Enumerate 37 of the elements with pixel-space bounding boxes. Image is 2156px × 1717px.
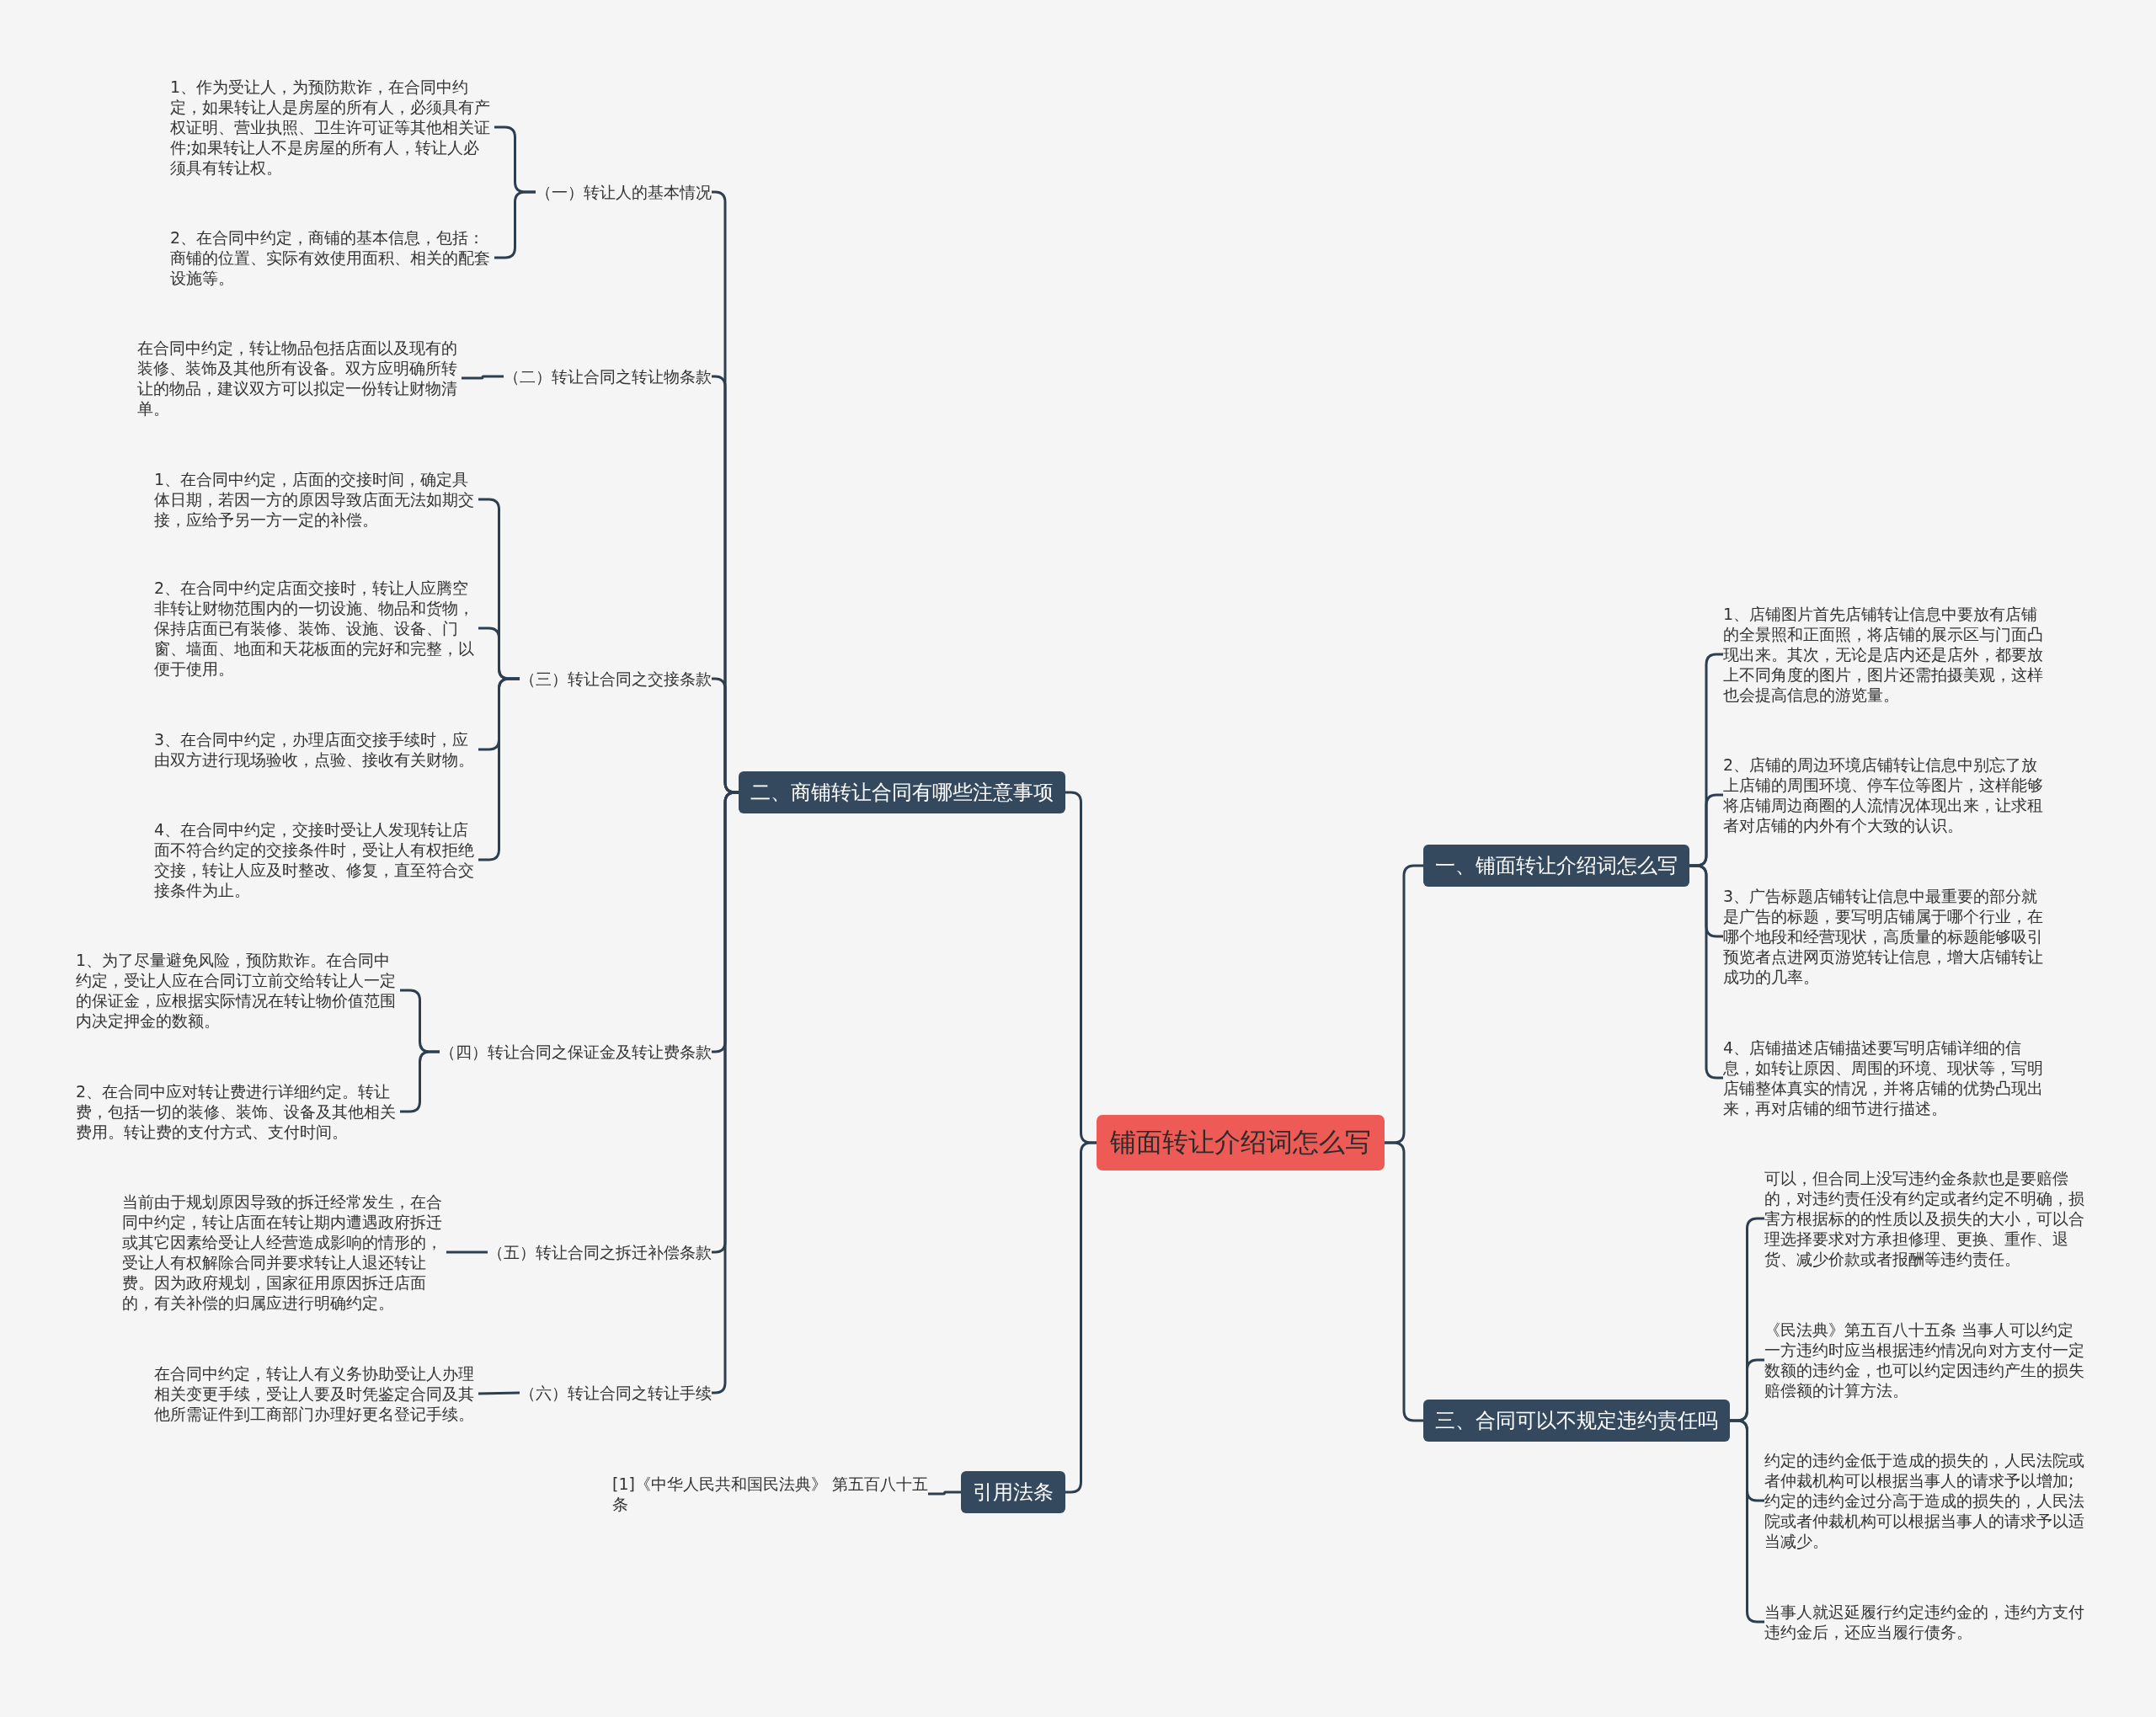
note-text: 2、在合同中应对转让费进行详细约定。转让费，包括一切的装修、装饰、设备及其他相关费用。转让费的支付方式、支付时间。 (76, 1081, 400, 1142)
note-text: 《民法典》第五百八十五条 当事人可以约定一方违约时应当根据违约情况向对方支付一定数额的违约金，也可以约定因违约产生的损失赔偿额的计算方法。 (1764, 1320, 2089, 1400)
topic-box: 三、合同可以不规定违约责任吗 (1423, 1400, 1730, 1442)
topic-box: 引用法条 (961, 1471, 1065, 1513)
note-text: 约定的违约金低于造成的损失的，人民法院或者仲裁机构可以根据当事人的请求予以增加;约定的违约金过分高于造成的损失的，人民法院或者仲裁机构可以根据当事人的请求予以适当减少。 (1764, 1450, 2089, 1551)
note-text: 当事人就迟延履行约定违约金的，违约方支付违约金后，还应当履行债务。 (1764, 1602, 2089, 1642)
connector-line (478, 1391, 520, 1395)
note-text: 2、在合同中约定店面交接时，转让人应腾空非转让财物范围内的一切设施、物品和货物，保持店面已有装修、装饰、设施、设备、门窗、墙面、地面和天花板面的完好和完整，以便于使用。 (154, 578, 478, 679)
connector-line (1385, 1141, 1423, 1422)
connector-line (928, 1490, 961, 1496)
note-text: 1、店铺图片首先店铺转让信息中要放有店铺的全景照和正面照，将店铺的展示区与门面凸现出来。其次，无论是店内还是店外，都要放上不同角度的图片，图片还需拍摄美观，这样也会提高信息的游览量。 (1723, 604, 2047, 705)
connector-line (462, 375, 504, 380)
subtopic-label: （四）转让合同之保证金及转让费条款 (440, 1041, 712, 1063)
note-text: 1、作为受让人，为预防欺诈，在合同中约定，如果转让人是房屋的所有人，必须具有产权证明、营业执照、卫生许可证等其他相关证件;如果转让人不是房屋的所有人，转让人必须具有转让权。 (170, 77, 494, 178)
subtopic-label: （六）转让合同之转让手续 (520, 1382, 712, 1404)
note-text: 在合同中约定，转让人有义务协助受让人办理相关变更手续，受让人要及时凭鉴定合同及其他所需证件到工商部门办理好更名登记手续。 (154, 1363, 478, 1424)
note-text: 2、在合同中约定，商铺的基本信息，包括：商铺的位置、实际有效使用面积、相关的配套设施等。 (170, 227, 494, 288)
topic-box: 二、商铺转让合同有哪些注意事项 (739, 771, 1065, 813)
note-text: 2、店铺的周边环境店铺转让信息中别忘了放上店铺的周围环境、停车位等图片，这样能够将店铺周边商圈的人流情况体现出来，让求租者对店铺的内外有个大致的认识。 (1723, 755, 2047, 835)
subtopic-label: （五）转让合同之拆迁补偿条款 (488, 1241, 712, 1263)
note-text: 4、在合同中约定，交接时受让人发现转让店面不符合约定的交接条件时，受让人有权拒绝交接，转让人应及时整改、修复，直至符合交接条件为止。 (154, 819, 478, 900)
note-text: 在合同中约定，转让物品包括店面以及现有的装修、装饰及其他所有设备。双方应明确所转让的物品，建议双方可以拟定一份转让财物清单。 (137, 338, 462, 419)
topic-box: 一、铺面转让介绍词怎么写 (1423, 845, 1689, 887)
note-text: 当前由于规划原因导致的拆迁经常发生，在合同中约定，转让店面在转让期内遭遇政府拆迁或其它因素给受让人经营造成影响的情形的，受让人有权解除合同并要求转让人退还转让费。因为政府规划，国家征用原因拆迁店面的，有关补偿的归属应进行明确约定。 (122, 1192, 446, 1313)
note-text: 可以，但合同上没写违约金条款也是要赔偿的，对违约责任没有约定或者约定不明确，损害方根据标的的性质以及损失的大小，可以合理选择要求对方承担修理、更换、重作、退货、减少价款或者报酬等违约责任。 (1764, 1168, 2089, 1269)
connector-line (1065, 1141, 1097, 1494)
note-text: 3、在合同中约定，办理店面交接手续时，应由双方进行现场验收，点验、接收有关财物。 (154, 729, 478, 770)
note-text: 4、店铺描述店铺描述要写明店铺详细的信息，如转让原因、周围的环境、现状等，写明店铺整体真实的情况，并将店铺的优势凸现出来，再对店铺的细节进行描述。 (1723, 1037, 2047, 1118)
note-text: 3、广告标题店铺转让信息中最重要的部分就是广告的标题，要写明店铺属于哪个行业，在哪个地段和经营现状，高质量的标题能够吸引预览者点进网页游览转让信息，增大店铺转让成功的几率。 (1723, 886, 2047, 987)
connector-line (446, 1250, 488, 1254)
subtopic-label: （三）转让合同之交接条款 (520, 668, 712, 690)
subtopic-label: （二）转让合同之转让物条款 (504, 365, 712, 387)
note-text: [1]《中华人民共和国民法典》 第五百八十五条 (612, 1474, 928, 1514)
central-topic-box: 铺面转让介绍词怎么写 (1097, 1115, 1385, 1170)
note-text: 1、在合同中约定，店面的交接时间，确定具体日期，若因一方的原因导致店面无法如期交接，应给予另一方一定的补偿。 (154, 469, 478, 530)
subtopic-label: （一）转让人的基本情况 (536, 181, 712, 203)
note-text: 1、为了尽量避免风险，预防欺诈。在合同中约定，受让人应在合同订立前交给转让人一定的保证金，应根据实际情况在转让物价值范围内决定押金的数额。 (76, 950, 400, 1031)
